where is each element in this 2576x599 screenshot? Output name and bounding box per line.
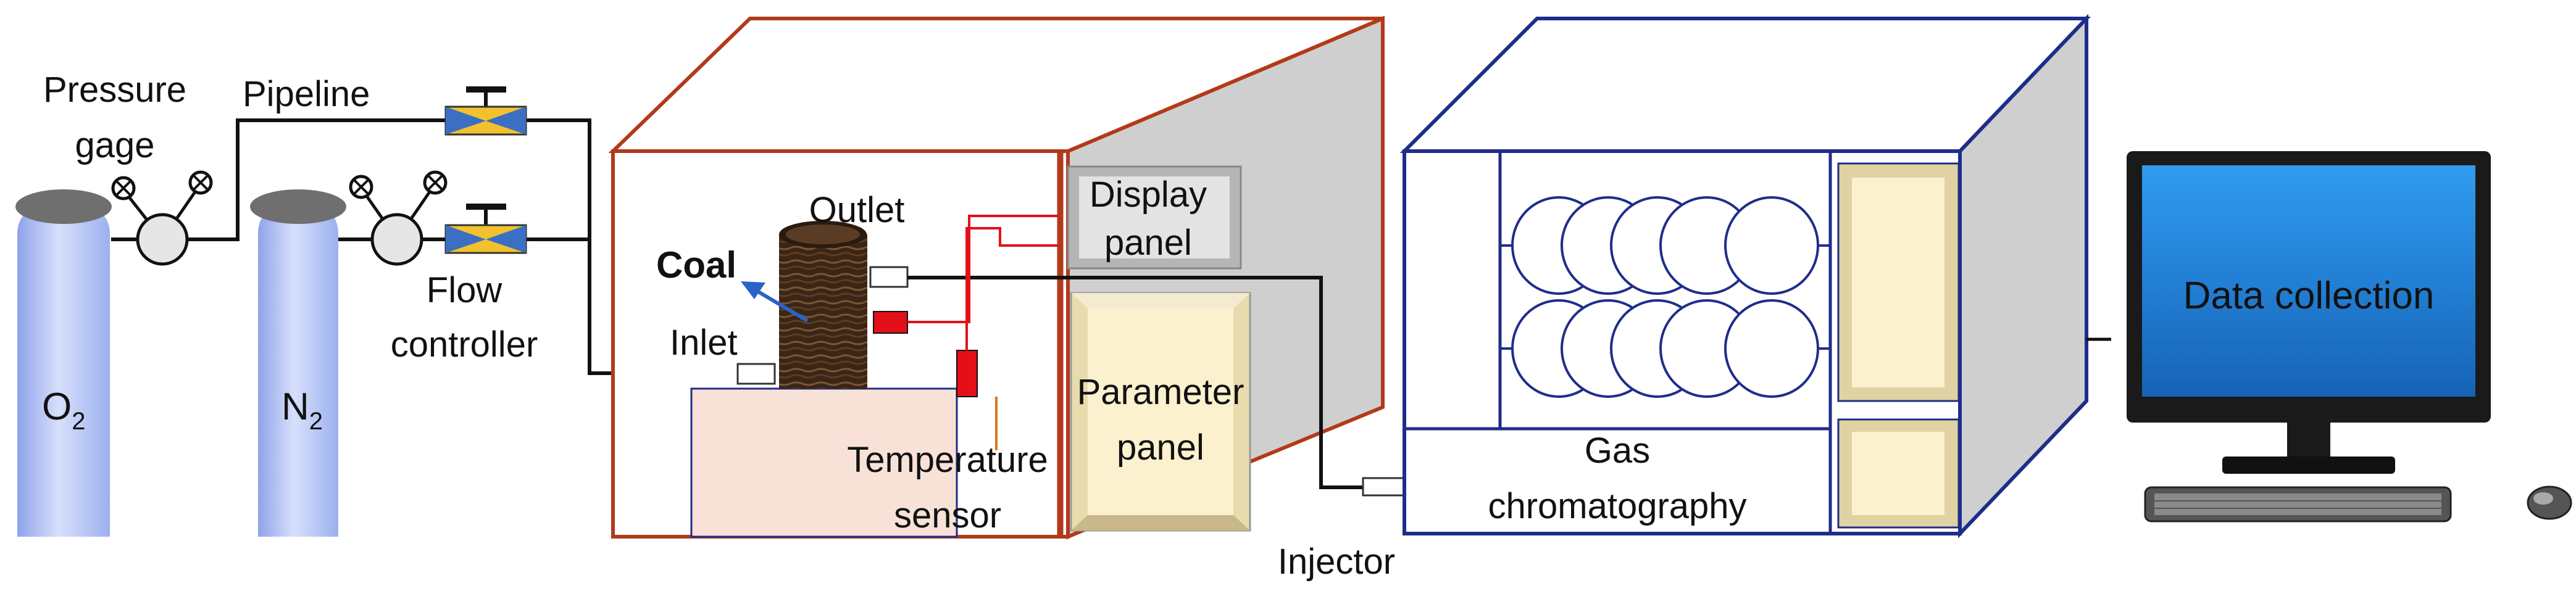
- gc-lower-panel: [1837, 418, 1960, 529]
- temperature-sensor-probe: [956, 350, 978, 397]
- flow-controller-label-line1: Flow: [427, 270, 503, 310]
- coal-sample-icon: [779, 221, 867, 389]
- parameter-panel-label-line2: panel: [1117, 428, 1204, 468]
- injector-port: [1362, 477, 1407, 497]
- coal-label: Coal: [656, 244, 736, 286]
- mouse-icon: [2527, 485, 2572, 520]
- sensor-wire: [965, 227, 1059, 350]
- gc-column-coils: [1500, 196, 1830, 398]
- parameter-panel-label-line1: Parameter: [1077, 372, 1244, 412]
- coal-arrow: [741, 281, 809, 323]
- display-panel-label-line1: Display: [1090, 175, 1207, 215]
- o2-cylinder-icon: [15, 189, 112, 537]
- injector-label: Injector: [1278, 542, 1395, 582]
- pressure-gage-icon: [111, 170, 213, 266]
- display-panel-label-line2: panel: [1104, 223, 1192, 263]
- display-panel: [1067, 165, 1242, 270]
- gc-upper-panel: [1837, 162, 1960, 402]
- sensor-wire: [907, 215, 1059, 323]
- outlet-port: [869, 266, 909, 288]
- pressure-gage-label-line1: Pressure: [43, 70, 186, 110]
- outlet-label: Outlet: [809, 190, 905, 230]
- o2-label: O2: [42, 386, 85, 435]
- temperature-sensor-label-line2: sensor: [894, 495, 1001, 535]
- parameter-panel: [1070, 292, 1251, 532]
- flow-controller-label-line2: controller: [391, 324, 538, 365]
- flow-valve-icon: [444, 204, 527, 254]
- coal-temperature-probe: [873, 311, 908, 334]
- pressure-gage-label-line2: gage: [75, 125, 154, 165]
- inlet-label: Inlet: [670, 323, 738, 363]
- outlet-pipeline: [907, 276, 1363, 489]
- computer-monitor-icon: [2127, 151, 2491, 474]
- temperature-sensor-label-line1: Temperature: [847, 440, 1048, 480]
- n2-label: N2: [281, 386, 323, 435]
- flow-valve-icon: [444, 86, 527, 136]
- gas-chromatography-label-line2: chromatography: [1488, 486, 1746, 526]
- n2-cylinder-icon: [250, 189, 346, 537]
- data-collection-label: Data collection: [2183, 275, 2435, 317]
- inlet-port: [736, 363, 776, 385]
- gas-chromatography-label-line1: Gas: [1585, 431, 1650, 471]
- keyboard-icon: [2144, 486, 2452, 523]
- pipeline-label: Pipeline: [243, 74, 370, 114]
- pressure-gage-icon: [349, 170, 448, 266]
- heater-block: [690, 387, 958, 538]
